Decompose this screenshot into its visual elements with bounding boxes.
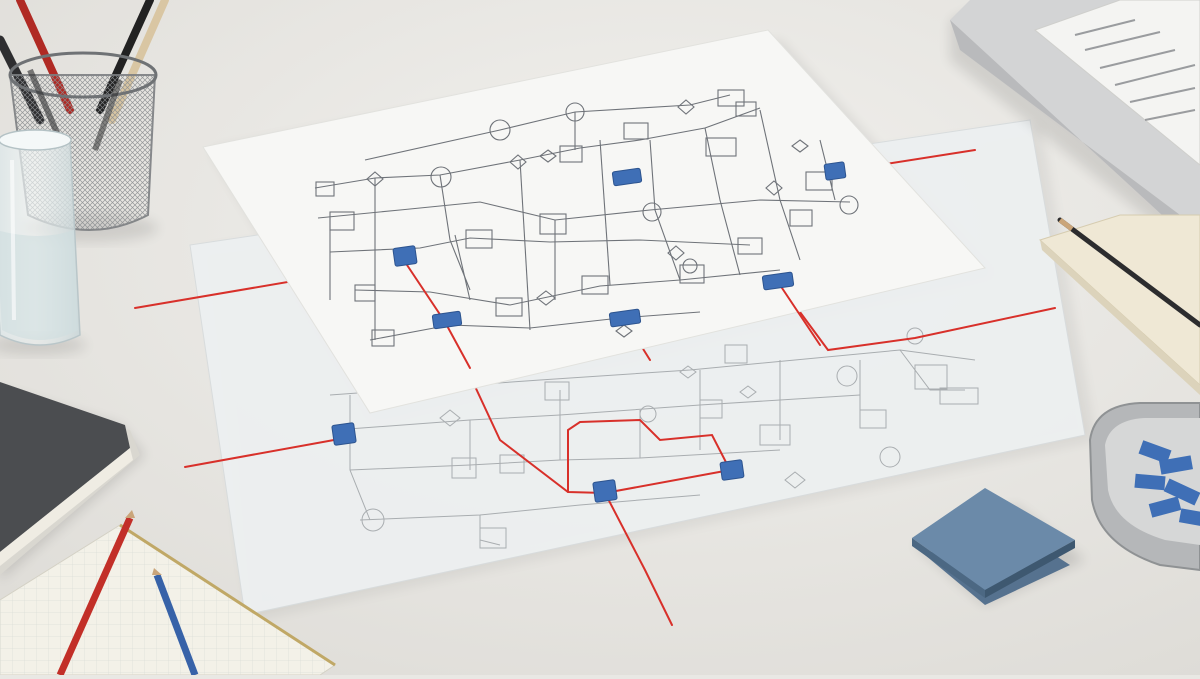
tape-marker xyxy=(608,308,642,328)
schematic-paper-sheet xyxy=(202,29,986,414)
paper-schematic xyxy=(314,89,859,347)
tape-marker xyxy=(592,479,618,503)
notebook-icon xyxy=(0,382,145,580)
blue-tape-markers xyxy=(331,161,847,503)
tape-marker xyxy=(611,167,643,187)
sticky-note-pad-icon xyxy=(912,488,1085,605)
tape-marker xyxy=(331,422,357,446)
pencil-icon xyxy=(56,510,199,677)
tape-marker xyxy=(823,161,847,181)
cream-notebook xyxy=(1039,214,1200,395)
tracing-schematic xyxy=(329,327,979,549)
water-glass-icon xyxy=(0,129,86,355)
tape-dish-icon xyxy=(1088,402,1200,572)
tape-marker xyxy=(431,310,463,330)
tape-marker xyxy=(761,271,795,291)
tape-marker xyxy=(392,245,418,267)
tape-marker xyxy=(719,459,745,481)
paper-stack-icon xyxy=(950,0,1200,260)
